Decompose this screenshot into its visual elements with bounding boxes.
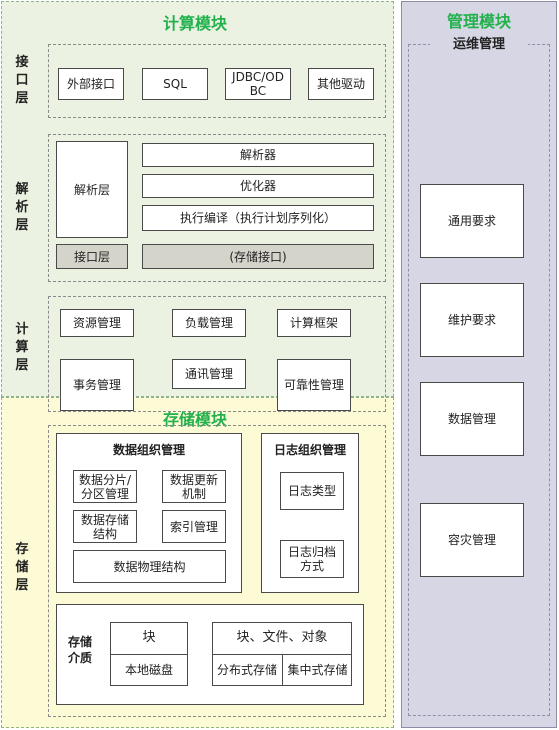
data-storage-structure-box: 数据存储 结构 (73, 510, 137, 543)
centralized-storage-label: 集中式存储 (287, 663, 348, 677)
data-org-title: 数据组织管理 (112, 443, 185, 457)
load-management-box: 负载管理 (172, 309, 246, 337)
compute-module-title: 计算模块 (162, 14, 227, 33)
storage-layer (48, 425, 386, 717)
compute-framework-box: 计算框架 (277, 309, 351, 337)
storage-interface-box: (存储接口) (142, 244, 374, 269)
external-interface-box: 外部接口 (58, 68, 124, 100)
maintenance-requirements-box: 维护要求 (420, 283, 524, 357)
compute-layer-label: 计 算 层 (15, 322, 29, 373)
parser-box: 解析器 (142, 143, 374, 167)
interface-layer-box: 接口层 (56, 244, 128, 269)
interface-layer (48, 44, 386, 118)
executor-box: 执行编译（执行计划序列化） (142, 205, 374, 231)
parse-layer-label: 解 析 层 (15, 182, 29, 233)
reliability-management-box: 可靠性管理 (277, 359, 351, 411)
distributed-storage-label: 分布式存储 (216, 663, 277, 677)
ops-management-frame (408, 44, 550, 716)
block-label: 块 (142, 630, 156, 645)
sql-box: SQL (142, 68, 208, 100)
ops-management-label: 运维管理 (430, 36, 528, 54)
compute-layer (48, 296, 386, 412)
general-requirements-box: 通用要求 (420, 184, 524, 258)
storage-module-title: 存储模块 (162, 410, 227, 429)
transaction-management-box: 事务管理 (60, 359, 134, 411)
parse-layer (48, 134, 386, 282)
communication-management-box: 通讯管理 (172, 359, 246, 389)
other-driver-box: 其他驱动 (308, 68, 374, 100)
local-block-divider (110, 654, 188, 655)
data-sharding-box: 数据分片/ 分区管理 (73, 470, 137, 503)
resource-management-box: 资源管理 (60, 309, 134, 337)
storage-layer-label: 存 储 层 (15, 542, 29, 593)
optimizer-box: 优化器 (142, 174, 374, 198)
block-file-object-label: 块、文件、对象 (236, 630, 328, 645)
log-archive-method-box: 日志归档 方式 (280, 540, 344, 578)
manage-module-panel (401, 1, 557, 728)
parser-layer-box: 解析层 (56, 141, 128, 238)
data-update-mechanism-box: 数据更新 机制 (162, 470, 226, 503)
manage-module-title: 管理模块 (446, 12, 511, 31)
data-management-box: 数据管理 (420, 382, 524, 456)
data-physical-structure-box: 数据物理结构 (73, 550, 226, 583)
log-type-box: 日志类型 (280, 472, 344, 510)
interface-layer-label: 接 口 层 (15, 55, 29, 106)
local-disk-label: 本地磁盘 (124, 663, 173, 677)
networked-storage-vdivider (282, 654, 283, 686)
disaster-recovery-box: 容灾管理 (420, 503, 524, 577)
log-org-title: 日志组织管理 (273, 443, 346, 457)
storage-media-label: 存储 介质 (67, 635, 92, 665)
jdbc-odbc-box: JDBC/OD BC (225, 68, 291, 100)
index-management-box: 索引管理 (162, 510, 226, 543)
